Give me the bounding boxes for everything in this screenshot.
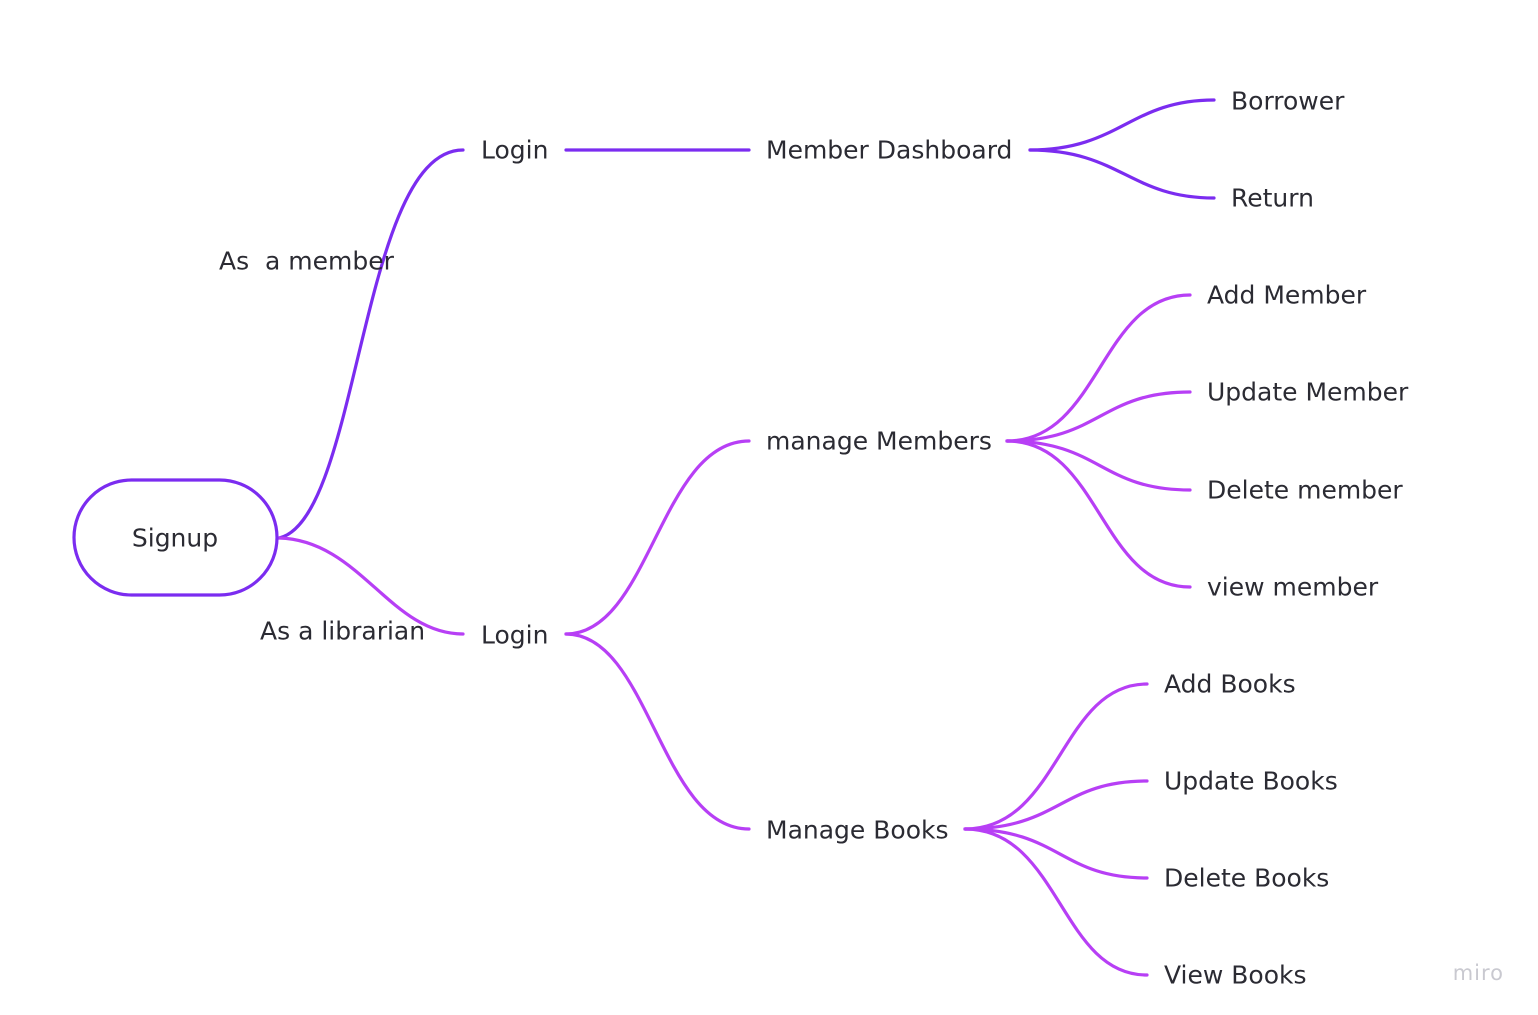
connector-dashboard-to-return (1028, 148, 1216, 200)
member-branch-connectors (277, 98, 1216, 540)
connector-members-to-view-member (1005, 439, 1192, 589)
connector-books-to-delete-books (963, 827, 1149, 880)
node-librarian-login[interactable]: Login (481, 621, 548, 650)
node-update-books[interactable]: Update Books (1164, 767, 1338, 796)
node-member-dashboard[interactable]: Member Dashboard (766, 136, 1012, 165)
node-member-login[interactable]: Login (481, 136, 548, 165)
connector-librarian-login-to-manage-members (564, 439, 751, 636)
connector-members-to-add-member (1005, 293, 1192, 443)
connector-members-to-update-member (1005, 390, 1192, 443)
node-manage-books[interactable]: Manage Books (766, 816, 949, 845)
edge-label-as-a-librarian: As a librarian (260, 617, 425, 646)
node-add-member[interactable]: Add Member (1207, 281, 1367, 310)
root-node-shape (72, 478, 279, 597)
node-return[interactable]: Return (1231, 184, 1314, 213)
miro-watermark-logo: miro (1452, 961, 1504, 985)
connector-signup-to-member-login (277, 148, 465, 540)
edge-label-as-a-member: As a member (219, 247, 395, 276)
root-node-label: Signup (132, 524, 218, 553)
node-update-member[interactable]: Update Member (1207, 378, 1409, 407)
root-node-signup[interactable]: Signup (72, 478, 279, 597)
connector-dashboard-to-borrower (1028, 98, 1216, 152)
node-add-books[interactable]: Add Books (1164, 670, 1296, 699)
connector-signup-to-librarian-login (277, 536, 465, 636)
connector-librarian-login-to-manage-books (564, 632, 751, 831)
node-delete-member[interactable]: Delete member (1207, 476, 1403, 505)
node-delete-books[interactable]: Delete Books (1164, 864, 1329, 893)
node-view-member[interactable]: view member (1207, 573, 1379, 602)
node-view-books[interactable]: View Books (1164, 961, 1307, 990)
connector-books-to-view-books (963, 827, 1149, 977)
connector-members-to-delete-member (1005, 439, 1192, 492)
connector-books-to-update-books (963, 779, 1149, 831)
node-borrower[interactable]: Borrower (1231, 87, 1345, 116)
connector-books-to-add-books (963, 682, 1149, 831)
librarian-branch-connectors (277, 293, 1192, 977)
node-manage-members[interactable]: manage Members (766, 427, 992, 456)
